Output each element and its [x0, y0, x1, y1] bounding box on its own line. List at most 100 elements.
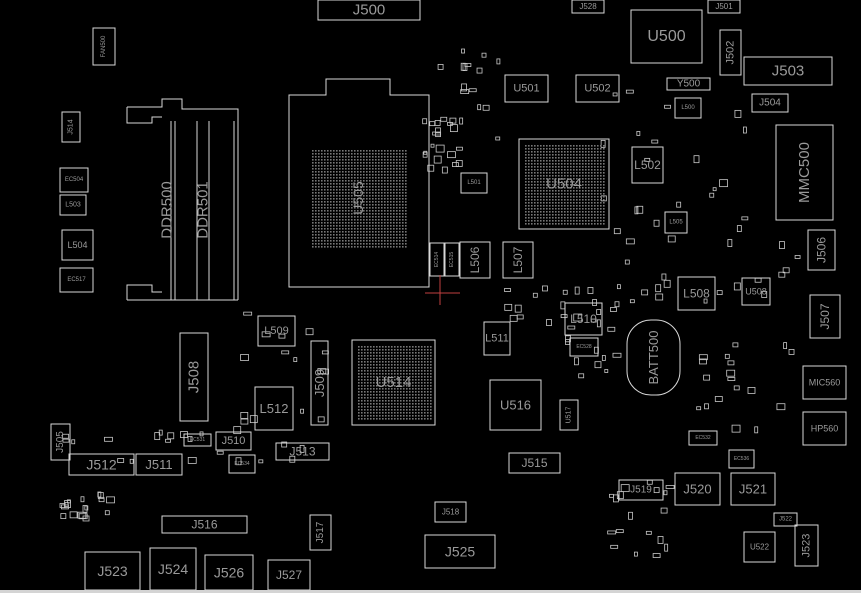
- component-hp560[interactable]: HP560: [802, 411, 847, 446]
- component-j526[interactable]: J526: [204, 554, 254, 590]
- component-l505[interactable]: L505: [664, 211, 688, 234]
- component-u522[interactable]: U522: [743, 531, 776, 563]
- component-j503[interactable]: J503: [743, 56, 833, 86]
- component-j502[interactable]: J502: [719, 29, 742, 76]
- component-ec532[interactable]: EC532: [688, 430, 718, 446]
- component-label: EC514: [434, 252, 440, 268]
- component-j521[interactable]: J521: [730, 472, 776, 506]
- smd-pad: [459, 117, 464, 125]
- component-u516[interactable]: U516: [489, 379, 542, 431]
- component-l511[interactable]: L511: [483, 321, 511, 356]
- smd-pad: [761, 291, 768, 298]
- component-label: U502: [584, 83, 610, 95]
- component-u517[interactable]: U517: [559, 399, 579, 431]
- smd-pad: [97, 492, 104, 499]
- component-l509[interactable]: L509: [257, 315, 296, 347]
- component-label: J523: [97, 563, 128, 579]
- component-j514[interactable]: J514: [61, 111, 81, 143]
- smd-pad: [628, 511, 633, 520]
- smd-pad: [235, 457, 242, 466]
- component-ec517[interactable]: EC517: [59, 267, 94, 293]
- component-l502[interactable]: L502: [631, 146, 664, 184]
- component-j524[interactable]: J524: [149, 547, 197, 590]
- smd-pad: [462, 63, 468, 72]
- smd-pad: [451, 162, 459, 167]
- component-u514[interactable]: U514: [351, 339, 436, 426]
- smd-pad: [240, 412, 249, 419]
- component-ddr500[interactable]: DDR500: [159, 181, 176, 239]
- component-u502[interactable]: U502: [575, 74, 620, 103]
- component-l508[interactable]: L508: [677, 276, 716, 311]
- component-l507[interactable]: L507: [502, 241, 534, 279]
- smd-pad: [703, 298, 708, 304]
- component-j527[interactable]: J527: [267, 559, 311, 590]
- component-ec514[interactable]: EC514: [429, 242, 445, 277]
- component-mic560[interactable]: MIC560: [802, 365, 847, 400]
- component-l501[interactable]: L501: [460, 172, 488, 194]
- smd-pad: [743, 126, 747, 134]
- smd-pad: [432, 131, 442, 136]
- component-l506[interactable]: L506: [459, 241, 491, 279]
- component-j523b[interactable]: J523: [794, 524, 819, 567]
- component-ec504[interactable]: EC504: [59, 167, 89, 193]
- smd-pad: [509, 314, 518, 322]
- component-l503[interactable]: L503: [59, 194, 87, 216]
- component-u500[interactable]: U500: [630, 9, 703, 64]
- component-j507[interactable]: J507: [809, 294, 841, 339]
- component-l500[interactable]: L500: [674, 97, 702, 119]
- smd-pad: [476, 67, 483, 74]
- component-j513[interactable]: J513: [275, 442, 330, 461]
- component-outline: [794, 524, 819, 567]
- component-u505[interactable]: U505: [312, 150, 407, 248]
- component-mmc500[interactable]: MMC500: [775, 124, 834, 221]
- component-u504[interactable]: U504: [518, 138, 610, 230]
- component-j528[interactable]: J528: [571, 0, 605, 14]
- component-j515[interactable]: J515: [508, 452, 561, 474]
- component-j523[interactable]: J523: [84, 551, 141, 590]
- component-ec534[interactable]: EC534: [228, 454, 256, 474]
- component-u501[interactable]: U501: [504, 74, 549, 103]
- component-j504[interactable]: J504: [751, 93, 789, 113]
- component-j518[interactable]: J518: [434, 501, 467, 523]
- component-outline: [564, 302, 603, 336]
- component-batt500[interactable]: BATT500: [626, 319, 681, 396]
- component-j516[interactable]: J516: [161, 515, 248, 534]
- component-j505[interactable]: J505: [50, 423, 71, 461]
- component-j501[interactable]: J501: [707, 0, 741, 14]
- smd-pad: [496, 58, 501, 65]
- component-j506[interactable]: J506: [807, 229, 836, 271]
- component-u508[interactable]: U508: [741, 277, 771, 306]
- component-j511[interactable]: J511: [135, 453, 183, 476]
- smd-pad: [435, 144, 445, 153]
- component-l510[interactable]: L510: [564, 302, 603, 336]
- component-l504[interactable]: L504: [61, 229, 94, 261]
- smd-pad: [455, 146, 463, 151]
- component-outline: [802, 365, 847, 400]
- component-j500[interactable]: J500: [317, 0, 421, 21]
- component-ec515[interactable]: EC515: [444, 242, 460, 277]
- component-label: J510: [222, 435, 246, 447]
- component-j508[interactable]: J508: [179, 332, 209, 422]
- component-fan500[interactable]: FAN500: [92, 27, 116, 66]
- component-j522[interactable]: J522: [773, 512, 798, 527]
- component-ec531[interactable]: EC531: [183, 433, 212, 447]
- component-j517[interactable]: J517: [309, 514, 332, 551]
- component-j520[interactable]: J520: [674, 472, 721, 506]
- smd-pad: [604, 369, 609, 373]
- component-ec536[interactable]: EC536: [728, 449, 755, 469]
- component-j519[interactable]: J519: [618, 479, 664, 501]
- smd-pad: [641, 289, 649, 296]
- component-j509[interactable]: J509: [310, 340, 329, 426]
- component-label: U508: [745, 287, 767, 297]
- component-label: J527: [276, 568, 302, 582]
- smd-pad: [546, 319, 552, 326]
- component-j510[interactable]: J510: [215, 431, 252, 451]
- component-ddr501[interactable]: DDR501: [195, 181, 212, 239]
- smd-pad: [613, 494, 619, 503]
- component-l512[interactable]: L512: [254, 386, 294, 431]
- component-j525[interactable]: J525: [424, 534, 496, 569]
- component-ec528[interactable]: EC528: [569, 337, 599, 357]
- component-y500[interactable]: Y500: [666, 77, 711, 91]
- component-j512[interactable]: J512: [68, 453, 135, 476]
